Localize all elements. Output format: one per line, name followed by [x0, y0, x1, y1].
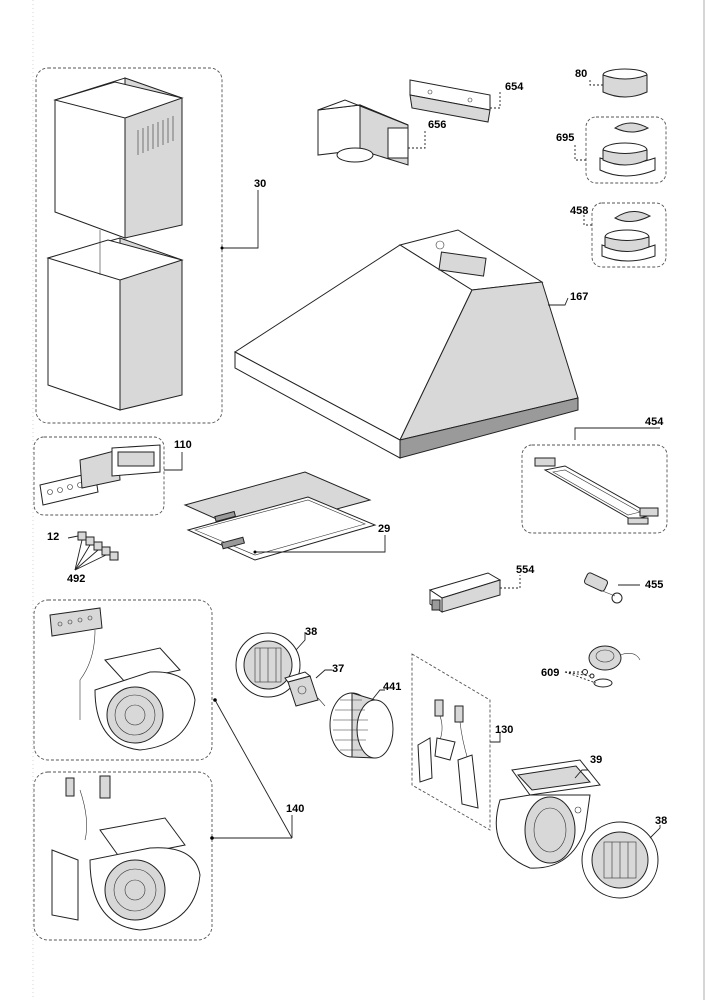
part-number-167: 167 [570, 291, 588, 303]
wall-bracket[interactable] [409, 79, 491, 123]
part-number-38-upper: 38 [305, 626, 317, 638]
timer-switch[interactable] [582, 645, 641, 688]
motor-assembly-upper[interactable] [33, 599, 213, 761]
check-valve-collar[interactable] [585, 116, 667, 184]
part-number-458: 458 [570, 205, 588, 217]
part-number-656: 656 [428, 119, 446, 131]
part-number-140: 140 [286, 803, 304, 815]
part-number-654: 654 [505, 81, 524, 93]
control-knobs[interactable] [67, 531, 119, 571]
part-number-12: 12 [47, 531, 59, 543]
part-number-38-lower: 38 [655, 815, 667, 827]
part-number-441: 441 [383, 681, 401, 693]
wiring-harness-group[interactable] [411, 653, 491, 831]
part-number-29: 29 [378, 523, 390, 535]
anti-return-valve[interactable] [591, 202, 667, 268]
part-number-609: 609 [541, 667, 559, 679]
motor-flange-plate[interactable] [235, 632, 301, 698]
part-number-454: 454 [645, 416, 664, 428]
part-number-39: 39 [590, 754, 602, 766]
part-number-37: 37 [332, 663, 344, 675]
lamp-support-plate[interactable] [521, 444, 668, 534]
air-outlet-collar[interactable] [602, 68, 648, 98]
lamp-transformer[interactable] [428, 572, 502, 613]
part-number-80: 80 [575, 68, 587, 80]
part-number-455: 455 [645, 579, 663, 591]
duct-adapter[interactable] [317, 99, 409, 166]
grease-filters[interactable] [183, 471, 377, 561]
part-number-130: 130 [495, 724, 513, 736]
lamp-holder[interactable] [583, 572, 623, 604]
part-number-695: 695 [556, 132, 574, 144]
fan-housing[interactable] [495, 759, 601, 869]
part-number-110: 110 [174, 439, 192, 451]
part-number-492: 492 [67, 573, 85, 585]
part-number-554: 554 [516, 564, 535, 576]
control-panel-switch[interactable] [33, 436, 165, 516]
hood-canopy[interactable] [234, 229, 579, 459]
motor-capacitor[interactable] [284, 671, 326, 707]
motor-flange-plate-lower[interactable] [581, 821, 659, 899]
part-number-30: 30 [254, 178, 266, 190]
chimney-cover-group[interactable] [35, 67, 223, 424]
motor-assembly-lower[interactable] [33, 771, 213, 941]
fan-impeller[interactable] [329, 692, 394, 759]
